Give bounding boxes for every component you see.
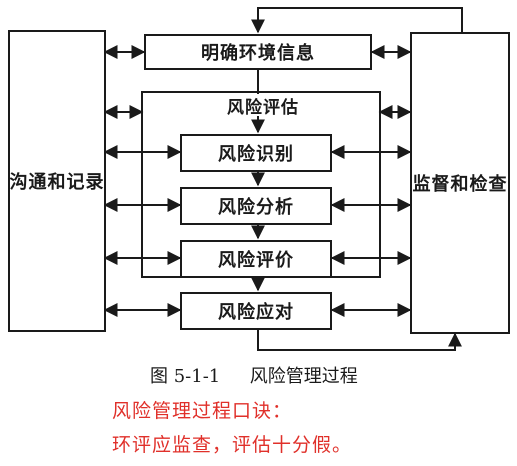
risk-identification-label: 风险识别	[218, 144, 294, 165]
communication-record-box: 沟通和记录	[8, 30, 106, 332]
monitoring-review-label: 监督和检查	[412, 174, 508, 195]
establish-context-label: 明确环境信息	[201, 43, 315, 64]
loop-bottom-treat-monitor	[257, 330, 462, 351]
risk-analysis-box: 风险分析	[180, 187, 332, 225]
establish-context-box: 明确环境信息	[144, 34, 372, 70]
risk-treatment-label: 风险应对	[218, 302, 294, 323]
risk-analysis-label: 风险分析	[218, 197, 294, 218]
monitoring-review-box: 监督和检查	[410, 32, 510, 334]
risk-identification-box: 风险识别	[180, 134, 332, 172]
figure-title: 风险管理过程	[249, 366, 358, 387]
communication-record-label: 沟通和记录	[9, 172, 105, 193]
figure-caption: 图 5-1-1 风险管理过程	[150, 362, 410, 388]
risk-evaluation-label: 风险评价	[218, 250, 294, 271]
figure-number: 图 5-1-1	[150, 366, 221, 387]
mnemonic-line-2: 环评应监查，评估十分假。	[112, 434, 353, 456]
mnemonic-line-1: 风险管理过程口诀：	[112, 400, 293, 422]
loop-top-monitor-context	[251, 7, 463, 34]
risk-treatment-box: 风险应对	[180, 292, 332, 330]
assessment-group-label: 风险评估	[208, 94, 318, 118]
risk-evaluation-box: 风险评价	[180, 240, 332, 278]
